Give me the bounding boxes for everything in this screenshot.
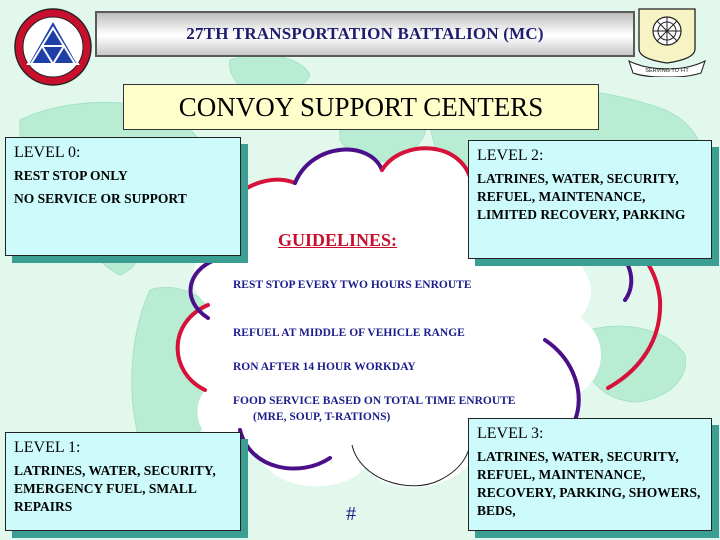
guideline-text: (MRE, SOUP, T-RATIONS) xyxy=(253,411,391,423)
main-title-box: CONVOY SUPPORT CENTERS xyxy=(123,84,599,130)
guideline-item: RON AFTER 14 HOUR WORKDAY xyxy=(233,360,416,375)
guideline-item: REST STOP EVERY TWO HOURS ENROUTE xyxy=(233,278,473,293)
level-2-box: LEVEL 2: LATRINES, WATER, SECURITY, REFU… xyxy=(468,140,712,259)
level-2-description: LATRINES, WATER, SECURITY, REFUEL, MAINT… xyxy=(477,171,686,222)
header-title: 27TH TRANSPORTATION BATTALION (MC) xyxy=(186,24,544,43)
unit-crest-icon: SERVING TO FIT xyxy=(628,8,706,77)
guideline-text: REFUEL AT MIDDLE OF VEHICLE RANGE xyxy=(233,327,465,339)
level-3-box: LEVEL 3: LATRINES, WATER, SECURITY, REFU… xyxy=(468,418,712,531)
level-2-title: LEVEL 2: xyxy=(477,147,544,164)
guideline-item: (MRE, SOUP, T-RATIONS) xyxy=(253,410,390,425)
level-0-line-1: REST STOP ONLY xyxy=(14,168,128,183)
level-1-title: LEVEL 1: xyxy=(14,439,81,456)
level-3-description: LATRINES, WATER, SECURITY, REFUEL, MAINT… xyxy=(477,449,701,518)
main-title: CONVOY SUPPORT CENTERS xyxy=(178,91,544,122)
battalion-emblem-icon xyxy=(14,8,92,86)
guideline-item: FOOD SERVICE BASED ON TOTAL TIME ENROUTE xyxy=(233,394,515,409)
level-0-title: LEVEL 0: xyxy=(14,144,81,161)
guideline-text: FOOD SERVICE BASED ON TOTAL TIME ENROUTE xyxy=(233,395,516,407)
guidelines-title: GUIDELINES: xyxy=(278,230,398,250)
level-1-box: LEVEL 1: LATRINES, WATER, SECURITY, EMER… xyxy=(5,432,241,531)
guideline-item: REFUEL AT MIDDLE OF VEHICLE RANGE xyxy=(233,326,465,341)
guideline-text: REST STOP EVERY TWO HOURS ENROUTE xyxy=(233,279,472,291)
guideline-text: RON AFTER 14 HOUR WORKDAY xyxy=(233,361,416,373)
slide-number: # xyxy=(346,503,356,525)
level-3-title: LEVEL 3: xyxy=(477,425,544,442)
level-0-box: LEVEL 0: REST STOP ONLY NO SERVICE OR SU… xyxy=(5,137,241,256)
level-0-line-2: NO SERVICE OR SUPPORT xyxy=(14,191,187,206)
header-bar: 27TH TRANSPORTATION BATTALION (MC) xyxy=(95,11,635,57)
level-1-description: LATRINES, WATER, SECURITY, EMERGENCY FUE… xyxy=(14,463,216,514)
crest-motto: SERVING TO FIT xyxy=(645,68,689,74)
